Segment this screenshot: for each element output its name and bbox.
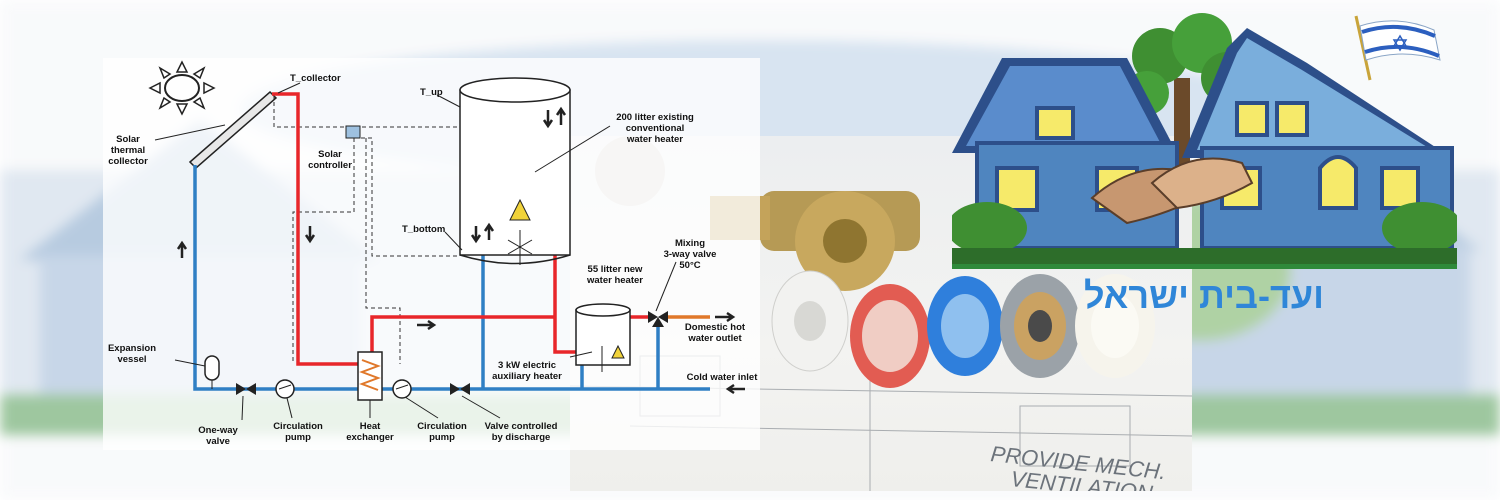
solar-controller-box	[345, 125, 361, 139]
pipe-blue	[927, 276, 1003, 376]
discharge-valve	[450, 383, 470, 395]
pipe-red	[850, 284, 930, 388]
circulation-pump-2	[392, 379, 412, 399]
israel-flag-icon	[1354, 15, 1441, 81]
label-t-bottom: T_bottom	[402, 224, 445, 235]
pipe-steel	[1000, 274, 1080, 378]
label-cold-inlet: Cold water inlet	[687, 372, 759, 383]
new-water-heater	[575, 303, 631, 372]
mixing-valve	[648, 311, 668, 327]
sun-icon	[148, 60, 216, 116]
flow-arrows	[176, 106, 745, 395]
expansion-vessel	[204, 355, 220, 389]
pipe-white-1	[771, 270, 849, 372]
pipe-white-2	[1075, 274, 1155, 378]
logo-text: ועד-בית ישראל	[1084, 275, 1324, 316]
leader-lines	[154, 82, 677, 421]
handshake-icon	[1090, 157, 1254, 225]
circulation-pump-1	[275, 379, 295, 399]
heat-exchanger	[357, 351, 383, 401]
vaad-bayit-logo: ועד-בית ישראל	[952, 13, 1457, 316]
one-way-valve	[236, 383, 256, 395]
existing-water-heater	[459, 77, 571, 265]
label-t-collector: T_collector	[290, 73, 341, 84]
label-t-up: T_up	[420, 87, 443, 98]
grass-and-bushes	[952, 202, 1457, 269]
